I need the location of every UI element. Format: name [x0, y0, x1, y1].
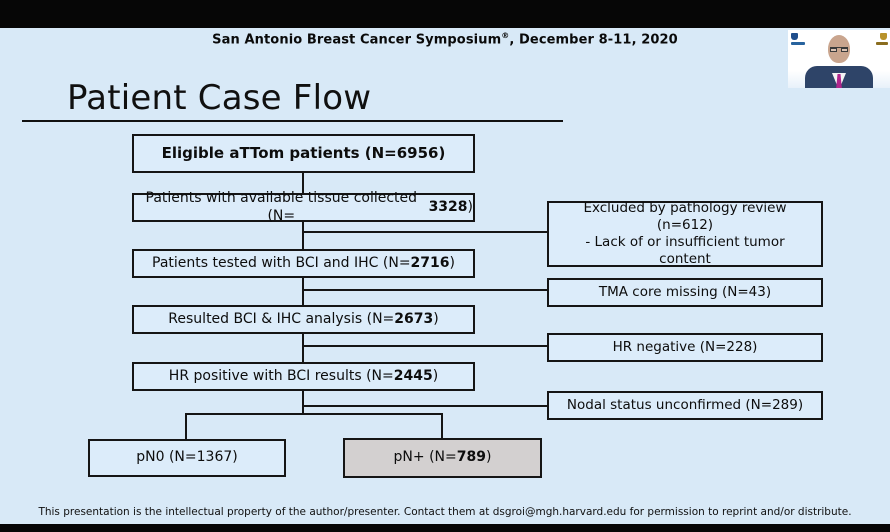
flow-box-text: HR negative (N=228) — [612, 339, 758, 356]
flow-box-hr-positive: HR positive with BCI results (N=2445) — [132, 362, 475, 391]
flow-box-count: 6956 — [396, 144, 439, 163]
flow-box-text: ) — [449, 254, 455, 271]
flow-box-text: ) — [485, 449, 492, 466]
registered-mark: ® — [501, 31, 510, 40]
title-underline — [22, 120, 563, 122]
flow-box-tissue-collected: Patients with available tissue collected… — [132, 190, 475, 224]
connector-line — [302, 334, 304, 362]
presenter-glasses — [830, 47, 848, 52]
flow-box-text: content — [659, 250, 711, 267]
presenter-head — [828, 35, 850, 63]
crest-icon — [880, 33, 887, 40]
page-title: Patient Case Flow — [67, 78, 372, 118]
flow-box-text: Patients with available tissue collected… — [145, 190, 418, 224]
flow-box-nodal-unconfirmed: Nodal status unconfirmed (N=289) — [547, 391, 823, 420]
flow-box-text: pN0 (N= — [136, 449, 197, 466]
connector-branch-line — [303, 405, 547, 407]
flow-box-text: ) — [433, 310, 439, 327]
copyright-footer: This presentation is the intellectual pr… — [38, 506, 852, 518]
flow-box-count: 1367 — [196, 449, 233, 466]
flow-box-text: Patients tested with BCI and IHC (N= — [152, 254, 411, 271]
flow-box-text: HR positive with BCI results (N= — [168, 367, 394, 384]
flow-box-count: 2445 — [393, 367, 433, 384]
flow-box-text: Excluded by pathology review (n=612) — [583, 200, 787, 234]
shield-icon — [791, 33, 798, 40]
flow-box-text: Eligible aTTom patients (N= — [161, 144, 397, 163]
flow-box-text: ) — [467, 198, 473, 215]
flow-box-hr-negative: HR negative (N=228) — [547, 333, 823, 362]
flow-box-text: TMA core missing (N=43) — [598, 284, 772, 301]
conference-header-dates: , December 8-11, 2020 — [509, 32, 678, 48]
connector-line — [185, 413, 187, 439]
connector-branch-line — [303, 231, 547, 233]
flow-box-text: pN+ (N= — [393, 449, 457, 466]
presenter-suit — [805, 66, 873, 88]
logo-text-bar — [876, 42, 888, 45]
connector-line — [302, 391, 304, 415]
flow-box-count: 2673 — [394, 310, 434, 327]
flow-box-count: 3328 — [428, 198, 468, 215]
connector-line — [441, 413, 443, 438]
flow-box-excluded-pathology: Excluded by pathology review (n=612) - L… — [547, 200, 823, 267]
institution-logo-left-icon — [791, 33, 809, 46]
flow-box-text: ) — [438, 144, 446, 163]
institution-logo-right-icon — [871, 33, 889, 46]
flow-box-pn-plus: pN+ (N=789) — [343, 438, 542, 478]
flow-box-resulted-analysis: Resulted BCI & IHC analysis (N=2673) — [132, 305, 475, 334]
connector-line — [302, 222, 304, 249]
flow-box-text: Resulted BCI & IHC analysis (N= — [168, 310, 395, 327]
flow-box-pn0: pN0 (N=1367) — [88, 439, 286, 477]
flow-box-count: 789 — [456, 449, 486, 466]
connector-line — [302, 278, 304, 305]
logo-text-bar — [791, 42, 805, 45]
connector-line — [302, 173, 304, 193]
flow-box-text: - Lack of or insufficient tumor — [585, 234, 785, 250]
flow-box-text: ) — [232, 449, 238, 466]
conference-header-text: San Antonio Breast Cancer Symposium — [212, 32, 502, 48]
connector-branch-line — [303, 289, 547, 291]
flow-box-eligible: Eligible aTTom patients (N=6956) — [132, 134, 475, 173]
flow-box-count: 2716 — [410, 254, 450, 271]
flow-box-tested-bci-ihc: Patients tested with BCI and IHC (N=2716… — [132, 249, 475, 278]
presenter-video — [788, 30, 890, 88]
flow-box-text: ) — [432, 367, 439, 384]
presenter-tie — [836, 74, 842, 88]
flow-box-text: Nodal status unconfirmed (N=289) — [566, 397, 804, 414]
flow-box-tma-missing: TMA core missing (N=43) — [547, 278, 823, 307]
connector-branch-line — [303, 345, 547, 347]
conference-header: San Antonio Breast Cancer Symposium®, De… — [0, 31, 890, 47]
connector-split-line — [185, 413, 443, 415]
